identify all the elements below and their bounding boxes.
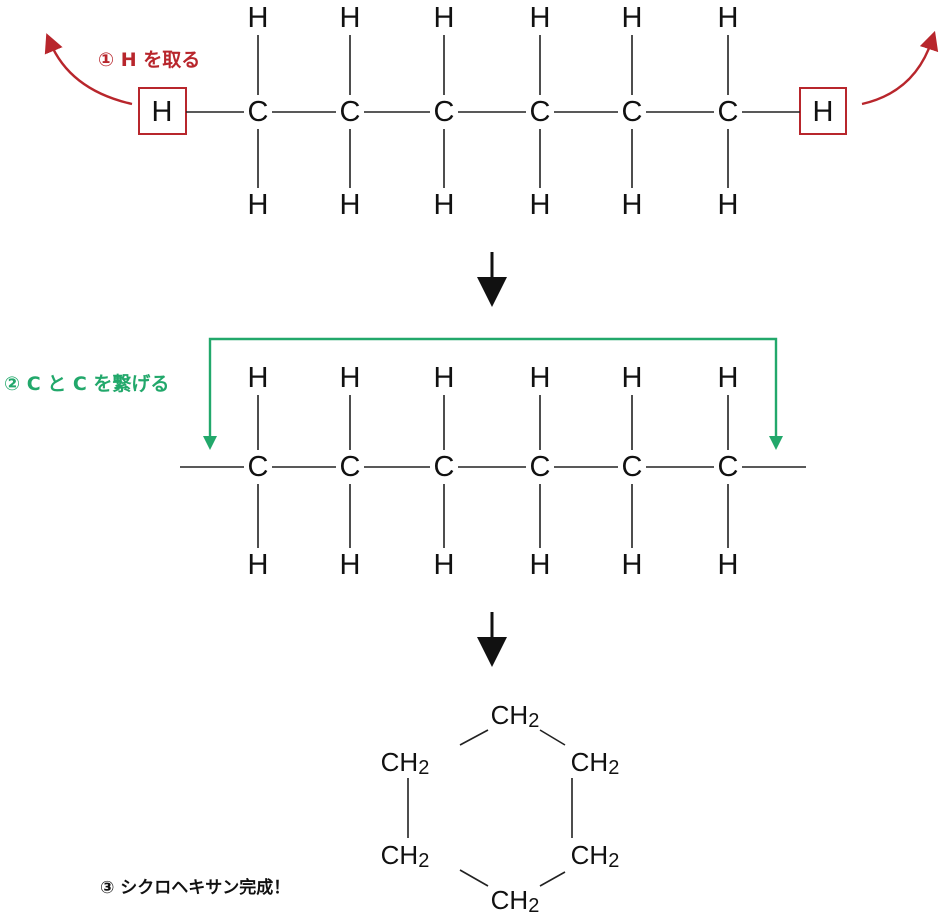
ch-text: CH — [491, 700, 529, 730]
terminal-hydrogen-atom: H — [813, 96, 834, 128]
subscript-2: 2 — [418, 757, 429, 779]
hydrogen-atom: H — [248, 362, 269, 394]
ch2-group: CH2 — [381, 747, 430, 779]
hydrogen-atom: H — [718, 362, 739, 394]
step2-label: ② C と C を繋げる — [4, 372, 169, 395]
carbon-atom: C — [718, 451, 739, 483]
hydrogen-atom: H — [340, 2, 361, 34]
ch-text: CH — [491, 885, 529, 915]
hydrogen-atom: H — [530, 362, 551, 394]
subscript-2: 2 — [608, 850, 619, 872]
carbon-atom: C — [718, 96, 739, 128]
hydrogen-atom: H — [248, 2, 269, 34]
carbon-atom: C — [340, 451, 361, 483]
carbon-atom: C — [434, 96, 455, 128]
carbon-atom: C — [530, 96, 551, 128]
hydrogen-atom: H — [718, 189, 739, 221]
subscript-2: 2 — [608, 757, 619, 779]
carbon-atom: C — [248, 96, 269, 128]
ch2-group: CH2 — [571, 747, 620, 779]
hexane-diradical-chain: C H H C H H C H H C H H C H H C H H — [180, 362, 806, 581]
carbon-atom: C — [530, 451, 551, 483]
ch2-group: CH2 — [491, 885, 540, 917]
hydrogen-atom: H — [622, 549, 643, 581]
subscript-2: 2 — [418, 850, 429, 872]
hydrogen-atom: H — [718, 549, 739, 581]
hydrogen-atom: H — [530, 189, 551, 221]
step3-label: ③ シクロヘキサン完成！ — [100, 877, 290, 898]
subscript-2: 2 — [528, 895, 539, 917]
ch-text: CH — [381, 747, 419, 777]
carbon-atom: C — [434, 451, 455, 483]
ch2-group: CH2 — [571, 840, 620, 872]
terminal-hydrogen-atom: H — [152, 96, 173, 128]
step1-label: ① H を取る — [98, 49, 200, 71]
ring-bond — [539, 729, 566, 746]
hydrogen-atom: H — [622, 362, 643, 394]
remove-left-h-arrow — [44, 33, 133, 106]
carbon-atom: C — [248, 451, 269, 483]
hydrogen-atom: H — [340, 189, 361, 221]
bracket-arrowhead-right — [769, 436, 783, 450]
bracket-arrowhead-left — [203, 436, 217, 450]
ch-text: CH — [571, 747, 609, 777]
hydrogen-atom: H — [434, 549, 455, 581]
carbon-atom: C — [340, 96, 361, 128]
ch2-group: CH2 — [381, 840, 430, 872]
ring-bond — [539, 871, 566, 887]
hydrogen-atom: H — [530, 2, 551, 34]
hydrogen-atom: H — [340, 549, 361, 581]
hydrogen-atom: H — [434, 189, 455, 221]
ring-bond — [459, 869, 489, 887]
connect-bracket-arrow — [208, 337, 778, 440]
ch2-group: CH2 — [491, 700, 540, 732]
left-h-highlight-box — [138, 87, 187, 135]
ring-bond — [459, 729, 489, 746]
carbon-atom: C — [622, 451, 643, 483]
ch-text: CH — [381, 840, 419, 870]
hydrogen-atom: H — [340, 362, 361, 394]
remove-right-h-arrow — [861, 30, 939, 106]
hydrogen-atom: H — [622, 2, 643, 34]
hydrogen-atom: H — [434, 362, 455, 394]
hydrogen-atom: H — [248, 189, 269, 221]
hydrogen-atom: H — [622, 189, 643, 221]
hydrogen-atom: H — [530, 549, 551, 581]
hexane-chain: C H H C H H C H H C H H C H H C H H H H — [152, 2, 834, 221]
hydrogen-atom: H — [718, 2, 739, 34]
subscript-2: 2 — [528, 710, 539, 732]
hydrogen-atom: H — [434, 2, 455, 34]
right-h-highlight-box — [799, 87, 847, 135]
carbon-atom: C — [622, 96, 643, 128]
ch-text: CH — [571, 840, 609, 870]
hydrogen-atom: H — [248, 549, 269, 581]
